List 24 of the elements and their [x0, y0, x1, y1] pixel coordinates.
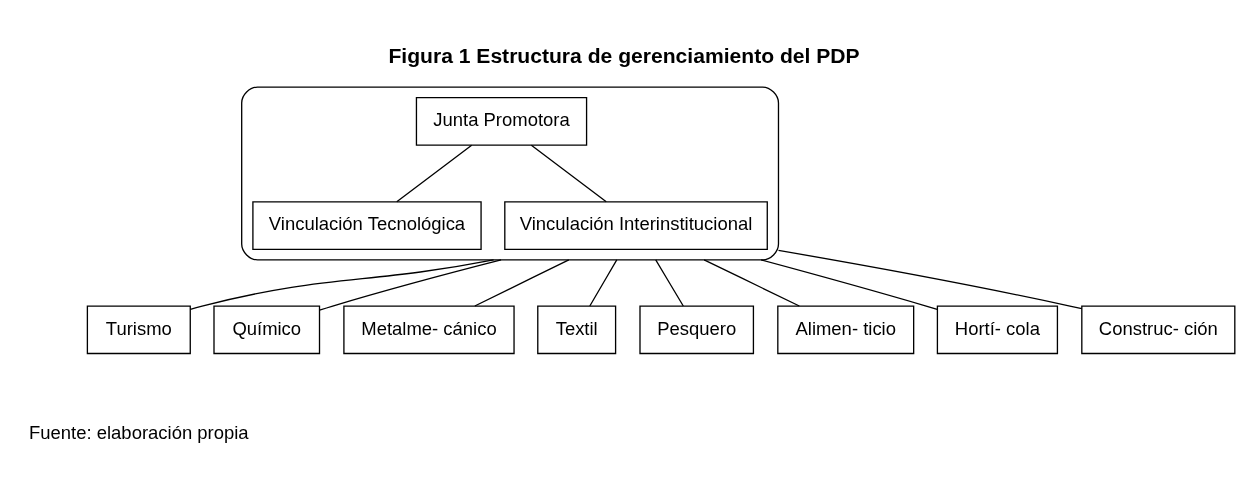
node-box: Pesquero	[639, 304, 755, 354]
node-box: Vinculación Interinstitucional	[504, 200, 768, 250]
node-box: Hortí- cola	[936, 304, 1059, 354]
connector	[396, 144, 473, 202]
node-box: Turismo	[86, 304, 191, 354]
node-box: Químico	[213, 304, 321, 354]
cluster	[241, 85, 780, 261]
connector	[530, 144, 607, 202]
node-box: Metalme- cánico	[343, 304, 515, 354]
node-box: Textil	[537, 304, 617, 354]
connector	[474, 258, 570, 307]
connector	[655, 258, 684, 307]
connector	[777, 249, 1083, 309]
caption: Fuente: elaboración propia	[29, 421, 249, 443]
connector	[703, 258, 800, 307]
connector	[589, 258, 618, 307]
node-box: Alimen- ticio	[777, 304, 915, 354]
diagram-title: Figura 1 Estructura de gerenciamiento del PDP	[388, 43, 860, 67]
connector	[760, 258, 938, 310]
connector	[189, 258, 495, 310]
node-box: Junta Promotora	[415, 96, 588, 146]
connector	[318, 258, 502, 311]
node-box: Construc- ción	[1081, 304, 1236, 354]
node-box: Vinculación Tecnológica	[252, 200, 482, 250]
